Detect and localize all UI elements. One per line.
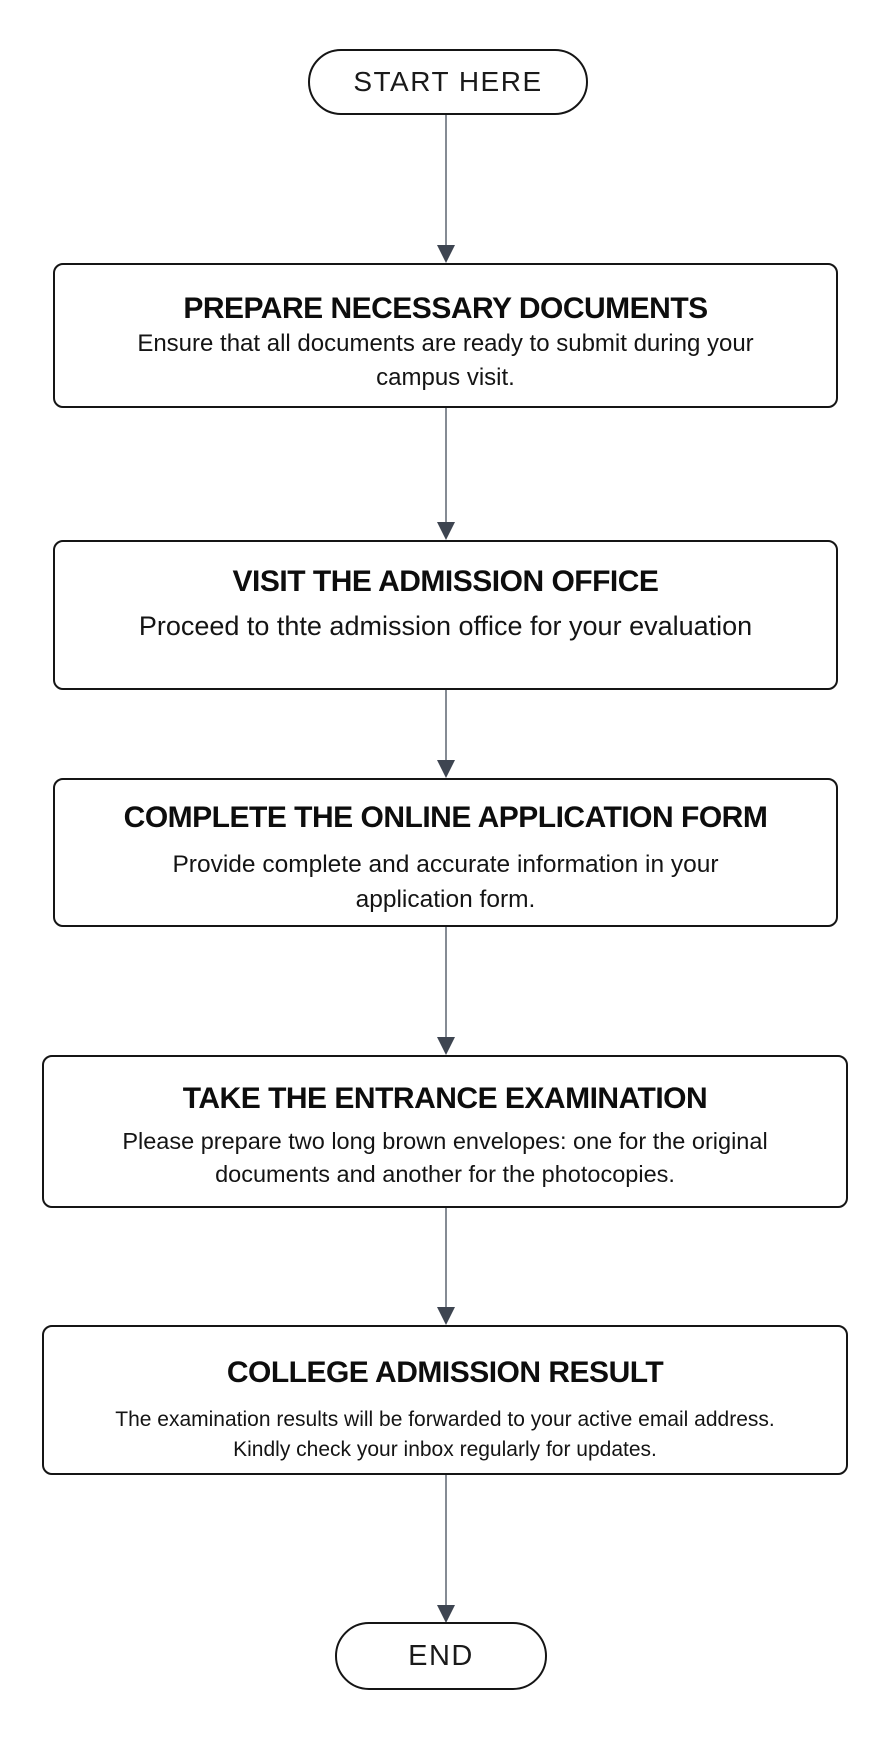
arrow-head-icon	[437, 1605, 455, 1623]
start-terminal: START HERE	[308, 49, 588, 115]
arrow-connector	[445, 927, 447, 1037]
arrow-head-icon	[437, 760, 455, 778]
arrow-connector	[445, 1475, 447, 1605]
step-title: PREPARE NECESSARY DOCUMENTS	[183, 292, 708, 325]
arrow-connector	[445, 115, 447, 245]
step-description: Ensure that all documents are ready to s…	[137, 330, 754, 392]
end-label: END	[408, 1639, 474, 1672]
arrow-connector	[445, 1208, 447, 1307]
arrow-head-icon	[437, 245, 455, 263]
step-title: COMPLETE THE ONLINE APPLICATION FORM	[123, 801, 768, 834]
step-college-admission-result-box: COLLEGE ADMISSION RESULT The examination…	[42, 1325, 848, 1475]
step-description: Please prepare two long brown envelopes:…	[122, 1128, 768, 1188]
step-description: Provide complete and accurate informatio…	[172, 851, 719, 913]
step-title: COLLEGE ADMISSION RESULT	[226, 1356, 664, 1389]
arrow-head-icon	[437, 1037, 455, 1055]
step-description: Proceed to thte admission office for you…	[138, 611, 753, 641]
arrow-connector	[445, 408, 447, 522]
step-entrance-examination-box: TAKE THE ENTRANCE EXAMINATION Please pre…	[42, 1055, 848, 1208]
step-title: VISIT THE ADMISSION OFFICE	[232, 565, 659, 598]
arrow-head-icon	[437, 1307, 455, 1325]
step-online-application-form-box: COMPLETE THE ONLINE APPLICATION FORM Pro…	[53, 778, 838, 927]
arrow-connector	[445, 690, 447, 760]
step-description: The examination results will be forwarde…	[115, 1408, 775, 1461]
step-title: TAKE THE ENTRANCE EXAMINATION	[182, 1082, 708, 1115]
step-prepare-documents-box: PREPARE NECESSARY DOCUMENTS Ensure that …	[53, 263, 838, 408]
arrow-head-icon	[437, 522, 455, 540]
end-terminal: END	[335, 1622, 547, 1690]
start-label: START HERE	[353, 66, 543, 97]
step-visit-admission-office-box: VISIT THE ADMISSION OFFICE Proceed to th…	[53, 540, 838, 690]
